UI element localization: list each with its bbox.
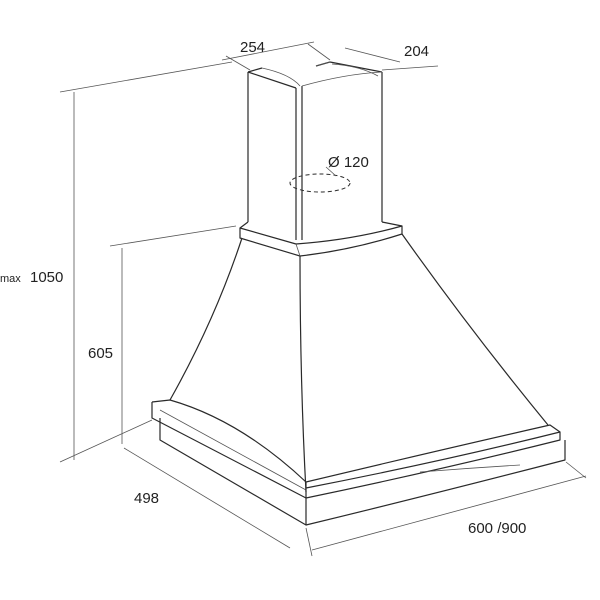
chimney-front-face-top (301, 71, 383, 87)
dim-line-254 (221, 41, 315, 61)
label-max-height: 1050 (30, 269, 63, 286)
ext-204 (381, 65, 439, 71)
label-hood-depth: 498 (134, 490, 159, 507)
hood-base-frame (151, 399, 566, 526)
ext-1050-bottom (59, 419, 153, 463)
collar-corner (295, 243, 301, 257)
chimney-top-right-edge (329, 61, 383, 73)
chimney-top-inner-curve-left (261, 67, 301, 87)
label-outlet-diameter: Ø 120 (328, 154, 369, 171)
ext-254-right (307, 43, 331, 61)
ext-605-top (109, 225, 237, 247)
canopy-left-slope (169, 237, 243, 401)
chimney-duct (247, 61, 383, 240)
outlet-ellipse (289, 173, 351, 193)
outlet-marker (289, 166, 351, 193)
dim-line-498 (123, 447, 291, 549)
dim-line-204 (344, 47, 401, 63)
base-frame-left-side (151, 402, 307, 499)
dimension-labels: 254 204 Ø 120 max 1050 605 498 600 /900 (0, 39, 526, 537)
chimney-top-front-edge (247, 71, 297, 89)
base-frame-left-inner (159, 409, 307, 491)
chimney-top-back-edge-left (247, 67, 263, 73)
base-frame-front-strip (305, 431, 561, 499)
base-trim-front (305, 440, 566, 526)
canopy-right-slope (401, 233, 549, 426)
ext-254-left (225, 55, 251, 71)
collar-outline (239, 225, 403, 257)
label-hood-width: 600 /900 (468, 520, 526, 537)
label-max-prefix: max (0, 273, 21, 285)
ext-600-left (305, 527, 313, 557)
dim-line-600-900 (311, 475, 587, 551)
canopy-front-corner (299, 255, 307, 493)
label-chimney-depth: 204 (404, 43, 429, 60)
label-hood-height: 605 (88, 345, 113, 362)
label-chimney-width: 254 (240, 39, 265, 56)
ext-600-right (565, 461, 587, 479)
ext-1050-top (59, 61, 233, 93)
dimension-lines (59, 41, 587, 557)
base-trim-left (159, 418, 307, 526)
collar-ring (239, 221, 403, 257)
base-trim-detail (419, 464, 521, 473)
chimney-top-inner-curve-right (315, 61, 379, 77)
outlet-leader (325, 166, 337, 177)
base-frame-top (151, 399, 561, 483)
hood-canopy (169, 233, 549, 493)
collar-top-joints (239, 221, 403, 229)
